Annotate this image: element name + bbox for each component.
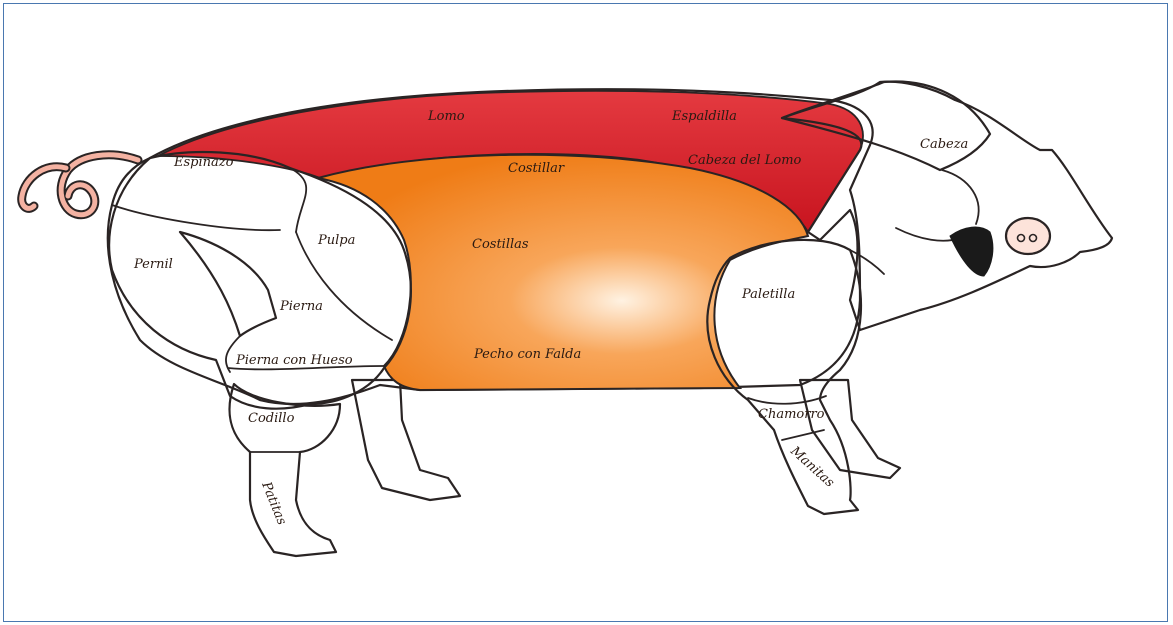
label-manitas: Manitas [787,443,838,491]
snout-shape [1006,218,1050,254]
label-espinazo: Espinazo [173,155,234,170]
label-pierna-con-hueso: Pierna con Hueso [235,353,353,368]
label-cabeza: Cabeza [920,137,968,152]
label-lomo: Lomo [427,109,465,124]
label-pierna: Pierna [279,299,323,314]
label-costillas: Costillas [472,237,529,252]
rear-leg-lower [229,384,340,556]
label-cabeza-del-lomo: Cabeza del Lomo [688,153,802,168]
mouth-shape [950,227,993,276]
label-codillo: Codillo [248,411,295,426]
label-pernil: Pernil [133,257,173,272]
label-paletilla: Paletilla [741,287,795,302]
rear-far-leg [352,380,460,500]
label-costillar: Costillar [508,161,565,176]
label-chamorro: Chamorro [758,407,825,422]
label-espaldilla: Espaldilla [671,109,737,124]
label-pulpa: Pulpa [317,233,355,248]
label-pecho-con-falda: Pecho con Falda [473,347,581,362]
pierna-inner-shape [180,232,276,336]
label-patitas: Patitas [258,479,289,528]
